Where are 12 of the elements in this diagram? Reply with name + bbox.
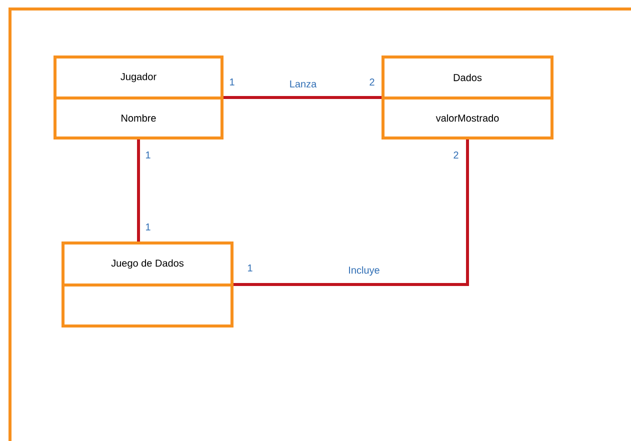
connector-line <box>137 140 140 242</box>
class-box: Dados valorMostrado <box>382 56 554 140</box>
multiplicity-label: 1 <box>146 152 150 158</box>
multiplicity-label: 1 <box>146 224 150 230</box>
multiplicity-label: 1 <box>248 264 252 272</box>
edge-label: Lanza <box>290 80 317 88</box>
connector-line <box>224 96 382 99</box>
edge-label: Incluye <box>349 266 380 276</box>
connector-line <box>234 140 469 286</box>
class-box: Jugador Nombre <box>54 56 224 140</box>
multiplicity-label: 2 <box>454 152 458 158</box>
class-box: Juego de Dados <box>62 241 234 328</box>
